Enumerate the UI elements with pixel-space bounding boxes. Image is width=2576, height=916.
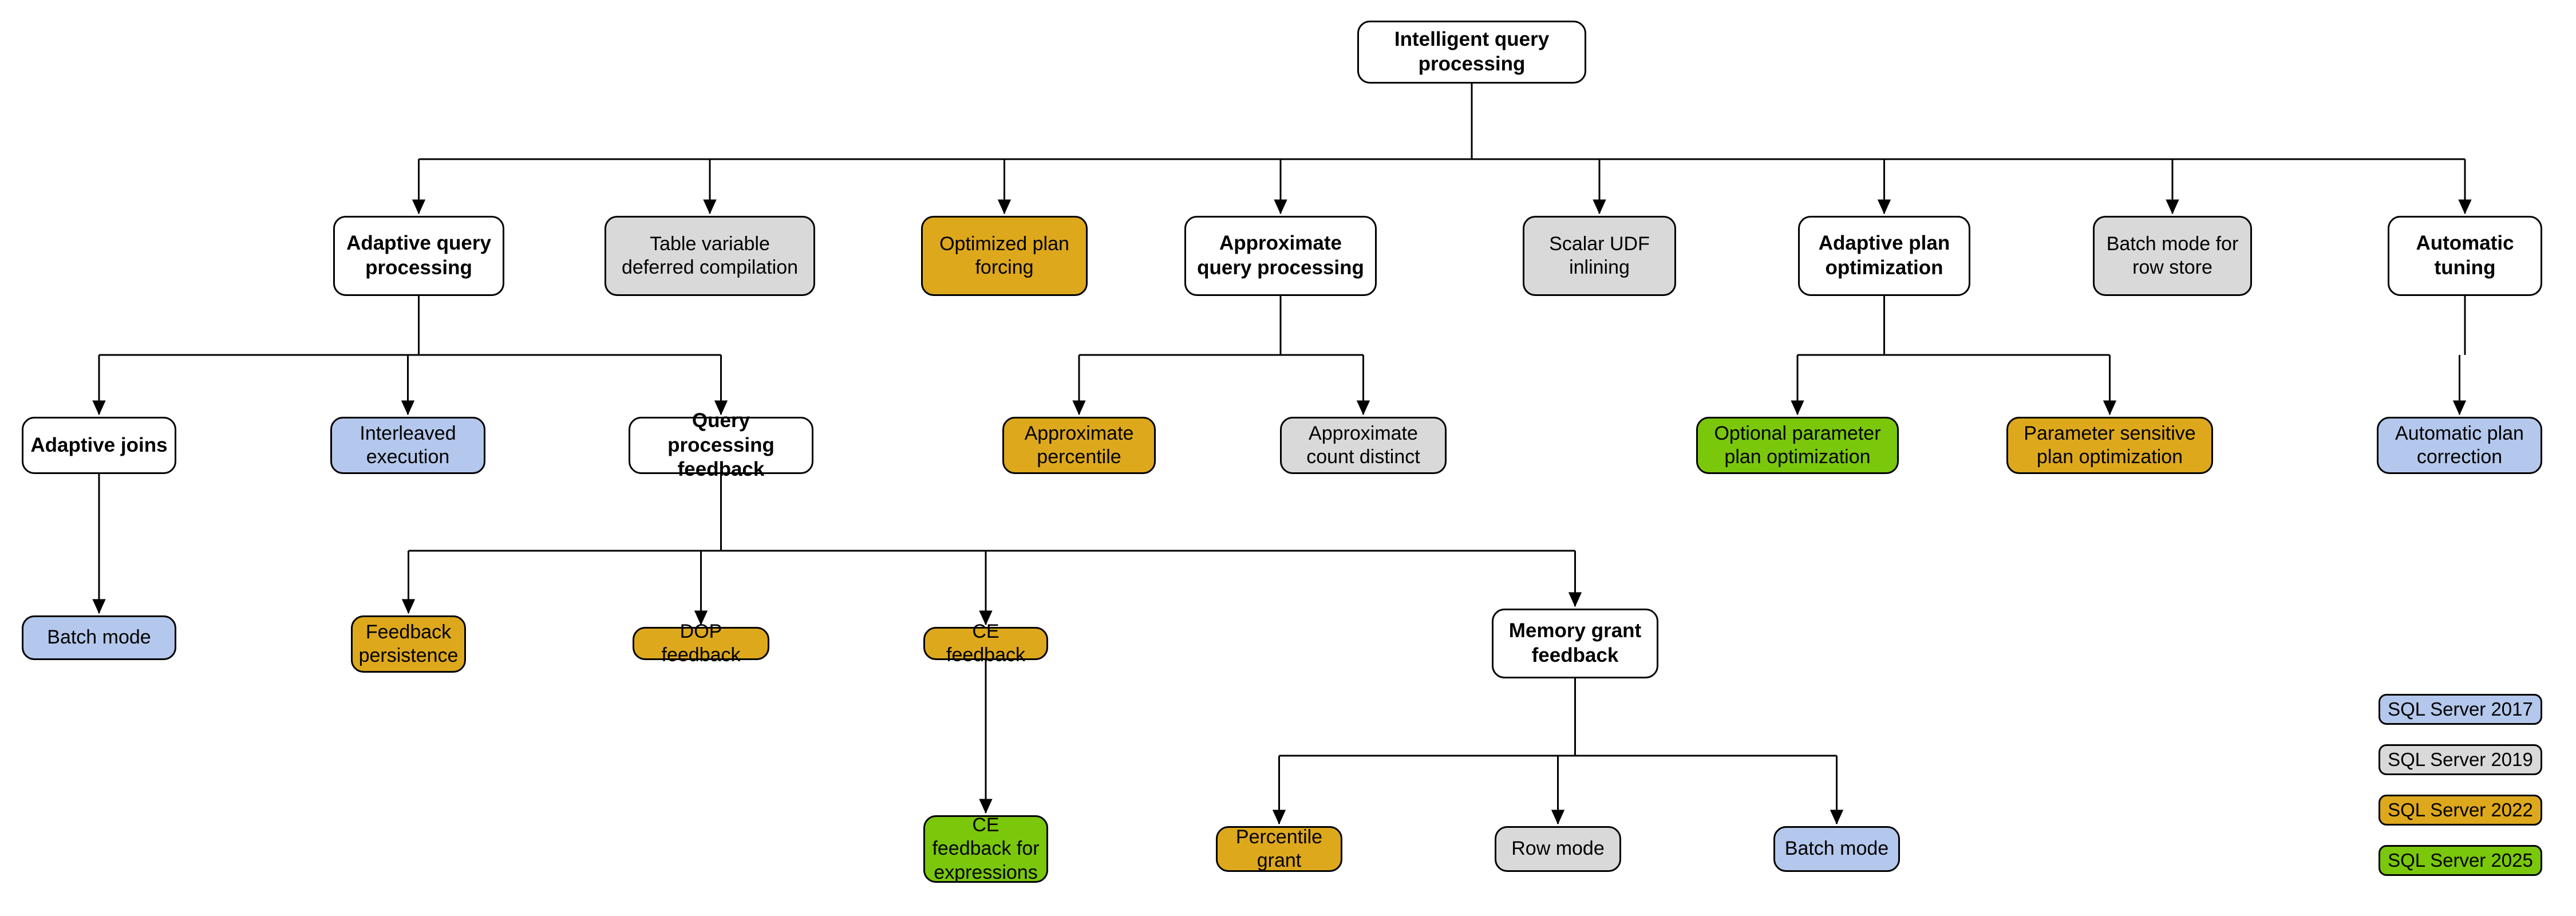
node-aqp[interactable]: Adaptive query processing bbox=[333, 216, 504, 296]
node-opf[interactable]: Optimized plan forcing bbox=[921, 216, 1088, 296]
node-at[interactable]: Automatic tuning bbox=[2388, 216, 2542, 296]
node-cef[interactable]: CE feedback bbox=[923, 621, 1048, 666]
node-pspo[interactable]: Parameter sensitive plan optimization bbox=[2006, 417, 2213, 474]
node-tvdc[interactable]: Table variable deferred compilation bbox=[605, 216, 815, 296]
node-cefe[interactable]: CE feedback for expressions bbox=[923, 814, 1048, 883]
legend-item-sql-server-2017: SQL Server 2017 bbox=[2379, 694, 2542, 725]
legend-item-sql-server-2019: SQL Server 2019 bbox=[2379, 744, 2542, 775]
node-pg[interactable]: Percentile grant bbox=[1216, 826, 1342, 872]
node-apq[interactable]: Approximate query processing bbox=[1184, 216, 1377, 296]
node-dopf[interactable]: DOP feedback bbox=[633, 621, 769, 666]
node-root[interactable]: Intelligent query processing bbox=[1357, 21, 1586, 84]
node-mgf[interactable]: Memory grant feedback bbox=[1492, 609, 1658, 678]
node-rm[interactable]: Row mode bbox=[1495, 826, 1621, 872]
node-qpf[interactable]: Query processing feedback bbox=[629, 409, 813, 480]
node-ap[interactable]: Approximate percentile bbox=[1002, 417, 1156, 474]
node-bm2[interactable]: Batch mode bbox=[1773, 826, 1900, 872]
node-bm1[interactable]: Batch mode bbox=[22, 615, 176, 660]
node-fp[interactable]: Feedback persistence bbox=[351, 615, 466, 673]
node-apc[interactable]: Automatic plan correction bbox=[2377, 417, 2542, 474]
node-ie[interactable]: Interleaved execution bbox=[330, 417, 485, 474]
node-oppo[interactable]: Optional parameter plan optimization bbox=[1696, 417, 1899, 474]
legend-item-sql-server-2022: SQL Server 2022 bbox=[2379, 795, 2542, 826]
node-sudf[interactable]: Scalar UDF inlining bbox=[1523, 216, 1676, 296]
legend-item-sql-server-2025: SQL Server 2025 bbox=[2379, 845, 2542, 876]
node-bmrs[interactable]: Batch mode for row store bbox=[2093, 216, 2252, 296]
node-apo[interactable]: Adaptive plan optimization bbox=[1798, 216, 1970, 296]
node-acd[interactable]: Approximate count distinct bbox=[1280, 417, 1447, 474]
node-aj[interactable]: Adaptive joins bbox=[22, 417, 176, 474]
